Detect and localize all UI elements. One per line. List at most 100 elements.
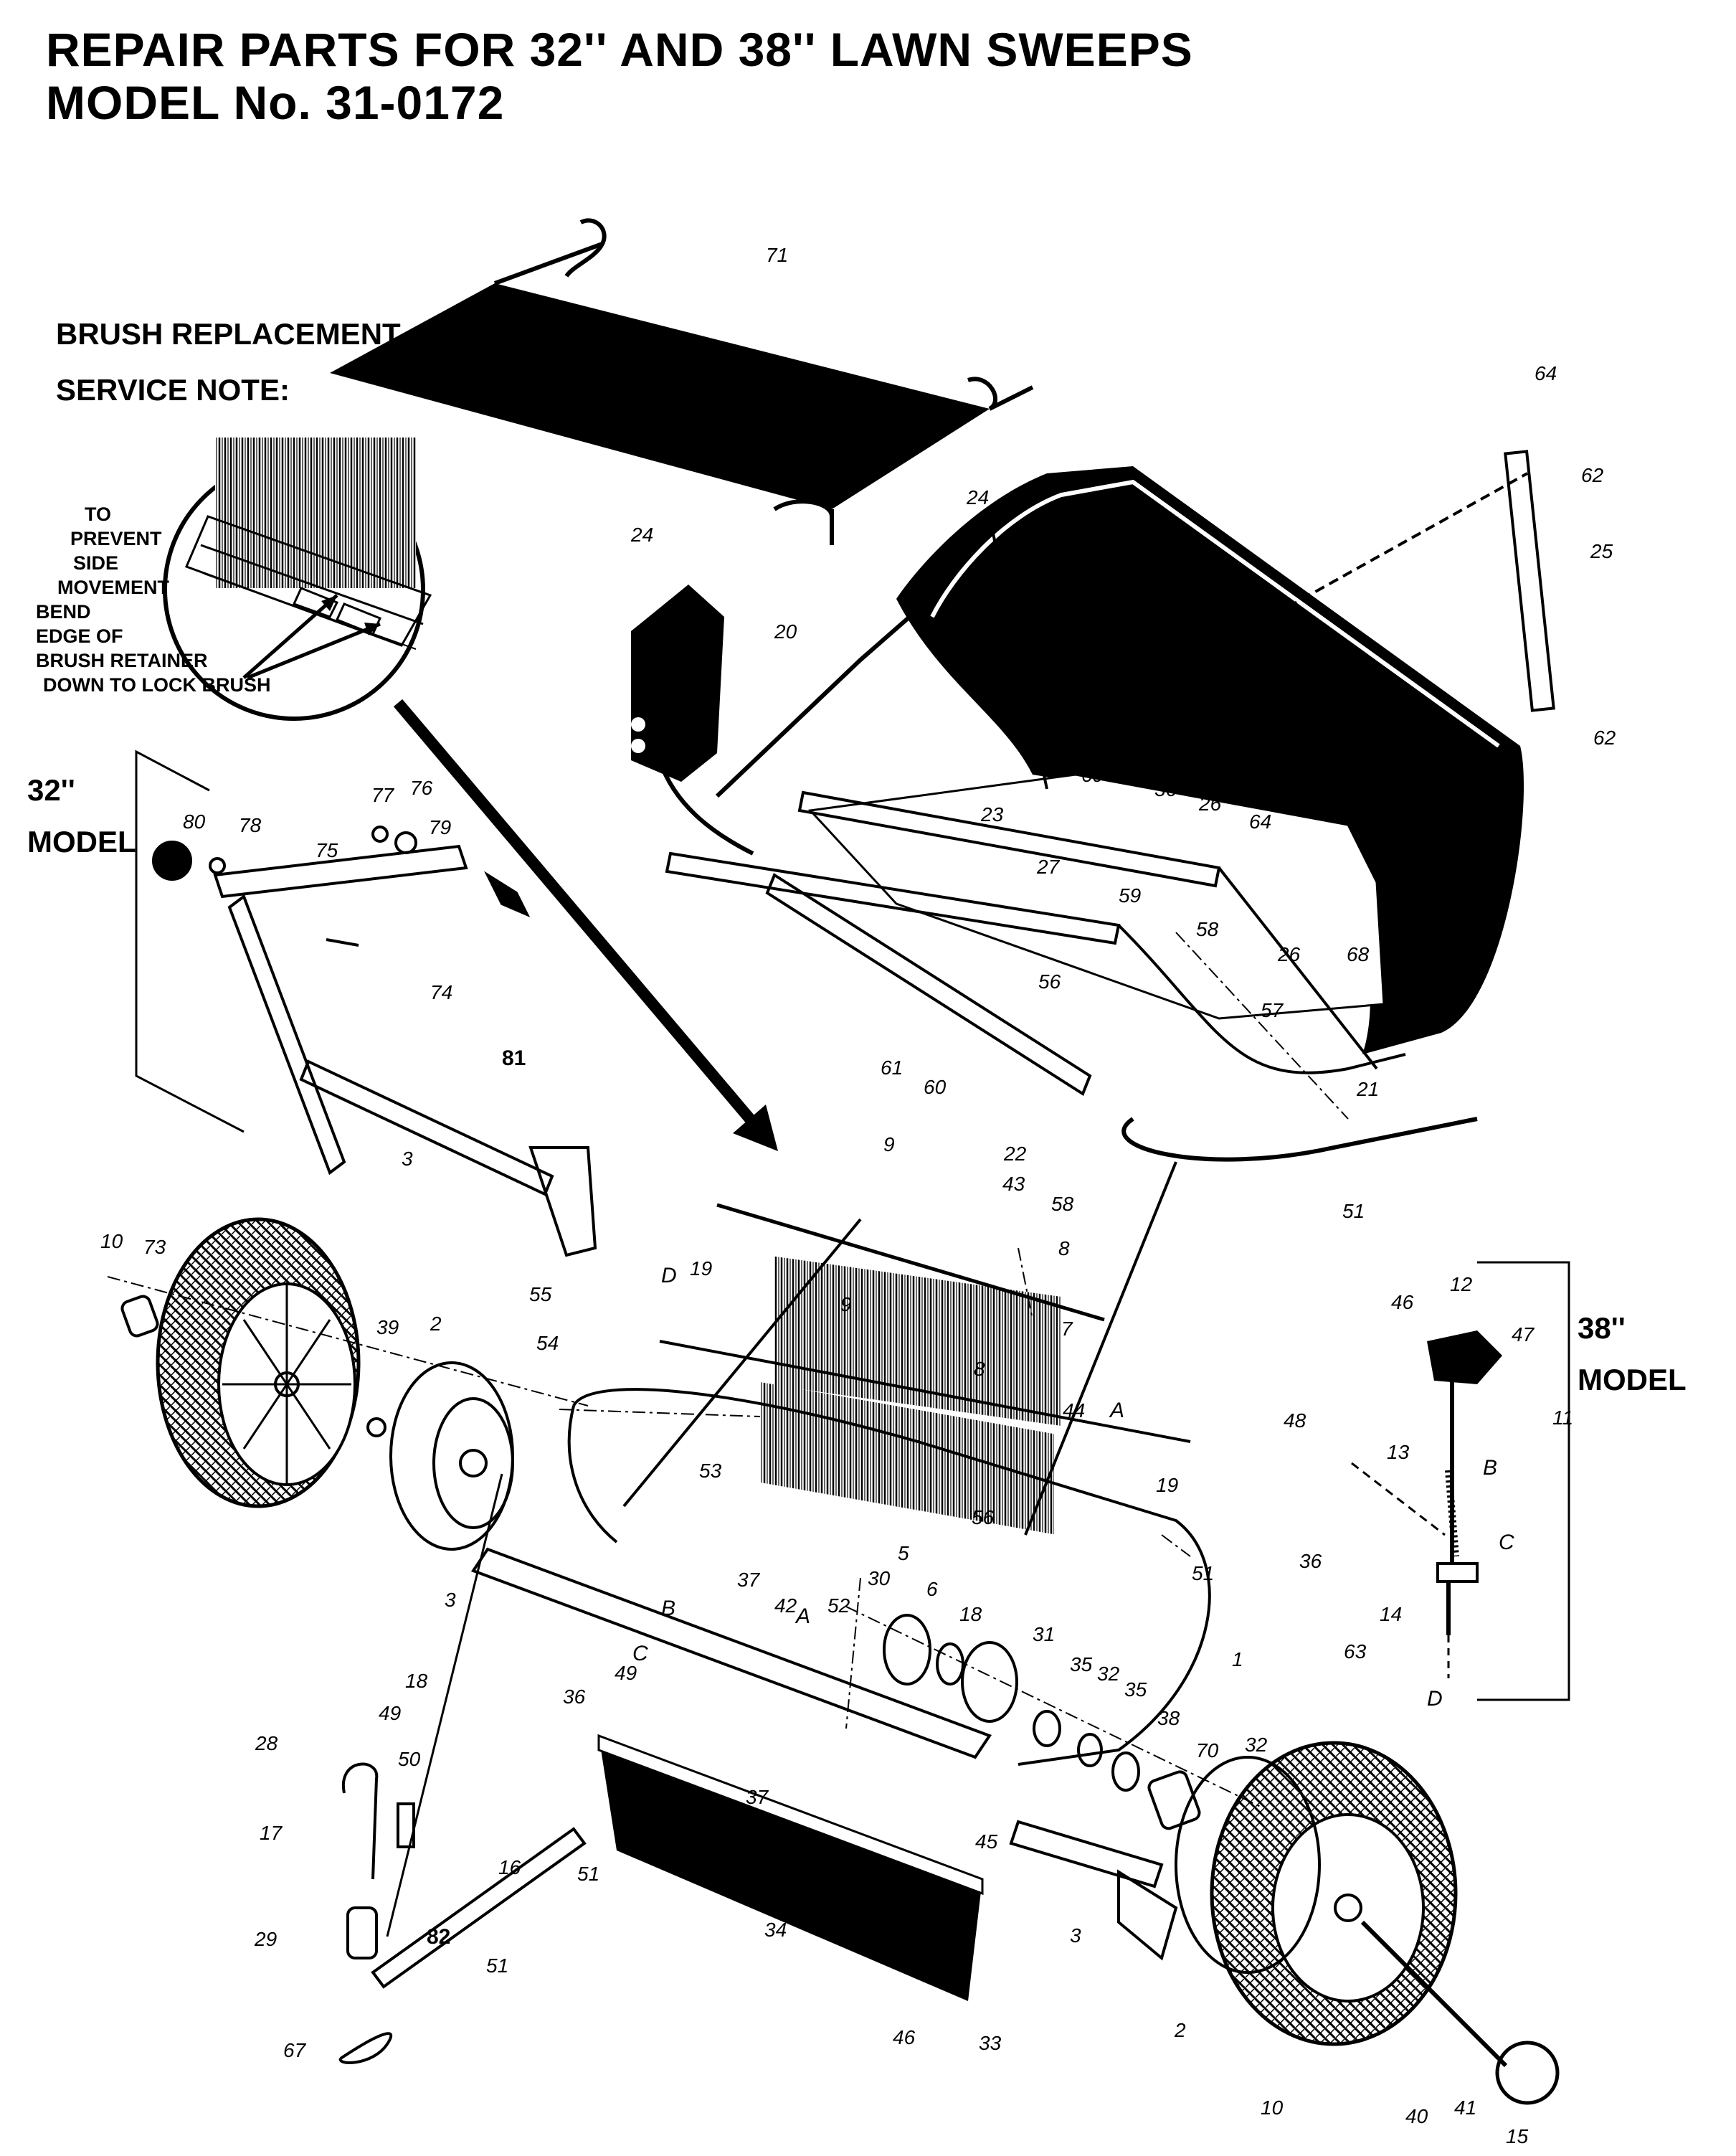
part-callout: 66 bbox=[1175, 567, 1197, 589]
note-line: SIDE bbox=[73, 552, 119, 574]
part-callout: 58 bbox=[1051, 1193, 1074, 1215]
part-callout: 10 bbox=[1261, 2096, 1284, 2119]
reference-letter: C bbox=[632, 1642, 648, 1665]
part-callout: 64 bbox=[1249, 810, 1271, 833]
part-callout: 31 bbox=[1033, 1623, 1055, 1645]
part-callout: 33 bbox=[979, 2032, 1002, 2054]
part-callout: 36 bbox=[563, 1685, 586, 1708]
part-callout: 65 bbox=[1275, 755, 1298, 777]
model-38-size: 38'' bbox=[1578, 1311, 1626, 1345]
note-line: PREVENT bbox=[70, 528, 162, 549]
part-callout: 51 bbox=[486, 1954, 508, 1977]
wheel-cap-left bbox=[120, 1295, 159, 1338]
note-line: EDGE OF bbox=[36, 625, 123, 647]
part-callout: 63 bbox=[1344, 1640, 1367, 1663]
brush-upper bbox=[716, 1203, 1105, 1427]
part-callout: 5 bbox=[898, 1542, 909, 1564]
part-callout: 42 bbox=[774, 1594, 797, 1617]
part-callout: 8 bbox=[974, 1358, 985, 1380]
part-callout: 59 bbox=[1119, 884, 1141, 907]
part-callout: 64 bbox=[1535, 362, 1557, 384]
service-note-subheading: SERVICE NOTE: bbox=[56, 373, 290, 407]
sweeper-housing bbox=[470, 1161, 1211, 1766]
part-callout: 32 bbox=[1097, 1663, 1120, 1685]
part-callout: 6 bbox=[926, 1578, 938, 1600]
part-callout: 76 bbox=[410, 777, 433, 799]
part-callout: 32 bbox=[1245, 1734, 1268, 1756]
part-callout: 7 bbox=[1061, 1318, 1073, 1340]
reference-letter: D bbox=[661, 1264, 677, 1287]
note-line: DOWN TO LOCK BRUSH bbox=[43, 674, 271, 696]
part-callout: 51 bbox=[577, 1863, 599, 1885]
hopper-bag bbox=[807, 466, 1524, 1054]
reference-letter: B bbox=[1483, 1456, 1497, 1480]
part-callout: 67 bbox=[283, 2039, 307, 2061]
hub-cap-right bbox=[1495, 2041, 1560, 2105]
left-wheel bbox=[156, 1217, 361, 1508]
part-callout: 58 bbox=[1196, 918, 1219, 940]
part-callout: 30 bbox=[868, 1567, 891, 1589]
part-callout: 22 bbox=[1003, 1143, 1027, 1165]
part-callout: 79 bbox=[429, 816, 451, 838]
left-hub bbox=[366, 1361, 514, 1551]
note-line: BRUSH RETAINER bbox=[36, 650, 208, 671]
hopper-handle bbox=[715, 607, 1478, 1162]
front-skirt bbox=[597, 1734, 984, 2001]
note-line: BEND bbox=[36, 601, 91, 623]
detail-pointer-arrow bbox=[393, 699, 778, 1151]
part-callout: 47 bbox=[1512, 1323, 1535, 1346]
part-callout: 50 bbox=[398, 1748, 421, 1770]
model-38-crank bbox=[1351, 1330, 1502, 1678]
part-callout: 51 bbox=[1342, 1200, 1365, 1222]
reference-letter: A bbox=[1109, 1399, 1124, 1422]
rear-links bbox=[988, 450, 1555, 790]
part-callout: 73 bbox=[143, 1236, 166, 1258]
part-callout: 52 bbox=[827, 1594, 850, 1617]
side-panel bbox=[631, 585, 754, 856]
model-32-label: MODEL bbox=[27, 825, 136, 859]
part-callout: 69 bbox=[1081, 764, 1104, 786]
axle-bolt bbox=[1360, 1920, 1508, 2068]
model-32-bracket bbox=[135, 750, 245, 1133]
part-callout: 16 bbox=[498, 1856, 521, 1878]
part-callout: 48 bbox=[1284, 1409, 1306, 1432]
drive-gear-parts bbox=[883, 1614, 1201, 1830]
right-wheel bbox=[1175, 1741, 1458, 2046]
part-callout: 12 bbox=[1450, 1273, 1473, 1295]
part-callout: 56 bbox=[1038, 970, 1061, 993]
part-callout: 49 bbox=[379, 1702, 401, 1724]
part-callout: 60 bbox=[924, 1076, 947, 1098]
part-callout: 82 bbox=[427, 1925, 450, 1949]
part-callout: 41 bbox=[1454, 2096, 1476, 2119]
part-callout: 45 bbox=[975, 1830, 998, 1853]
part-callout: 29 bbox=[254, 1928, 277, 1950]
part-callout: 24 bbox=[966, 486, 989, 509]
part-callout: 57 bbox=[1261, 999, 1284, 1021]
part-callout: 2 bbox=[430, 1313, 442, 1335]
service-note-text: TO PREVENT SIDE MOVEMENT BEND EDGE OF BR… bbox=[29, 502, 271, 697]
part-callout: 46 bbox=[893, 2026, 916, 2048]
part-callout: 62 bbox=[1581, 464, 1604, 486]
part-callout: 18 bbox=[959, 1603, 982, 1625]
part-callout: 51 bbox=[1192, 1562, 1214, 1584]
part-callout: 35 bbox=[1124, 1678, 1147, 1701]
part-callout: 36 bbox=[1299, 1550, 1322, 1572]
part-callout: 71 bbox=[766, 244, 788, 266]
part-callout: 37 bbox=[737, 1569, 761, 1591]
model-32-handle bbox=[152, 826, 597, 1257]
part-callout: 74 bbox=[430, 981, 452, 1003]
part-callout: 81 bbox=[502, 1046, 526, 1070]
part-callout: 19 bbox=[690, 1257, 712, 1280]
part-callout: 2 bbox=[1174, 2019, 1186, 2041]
part-callout: 9 bbox=[840, 1293, 852, 1315]
note-line: TO bbox=[85, 503, 112, 525]
part-callout: 39 bbox=[376, 1316, 399, 1338]
part-callout: 3 bbox=[445, 1589, 456, 1611]
part-callout: 3 bbox=[402, 1148, 413, 1170]
part-callout: 37 bbox=[746, 1786, 769, 1808]
part-callout: 11 bbox=[1552, 1406, 1573, 1429]
part-callout: 75 bbox=[316, 839, 338, 861]
reference-letter: D bbox=[1427, 1687, 1443, 1711]
